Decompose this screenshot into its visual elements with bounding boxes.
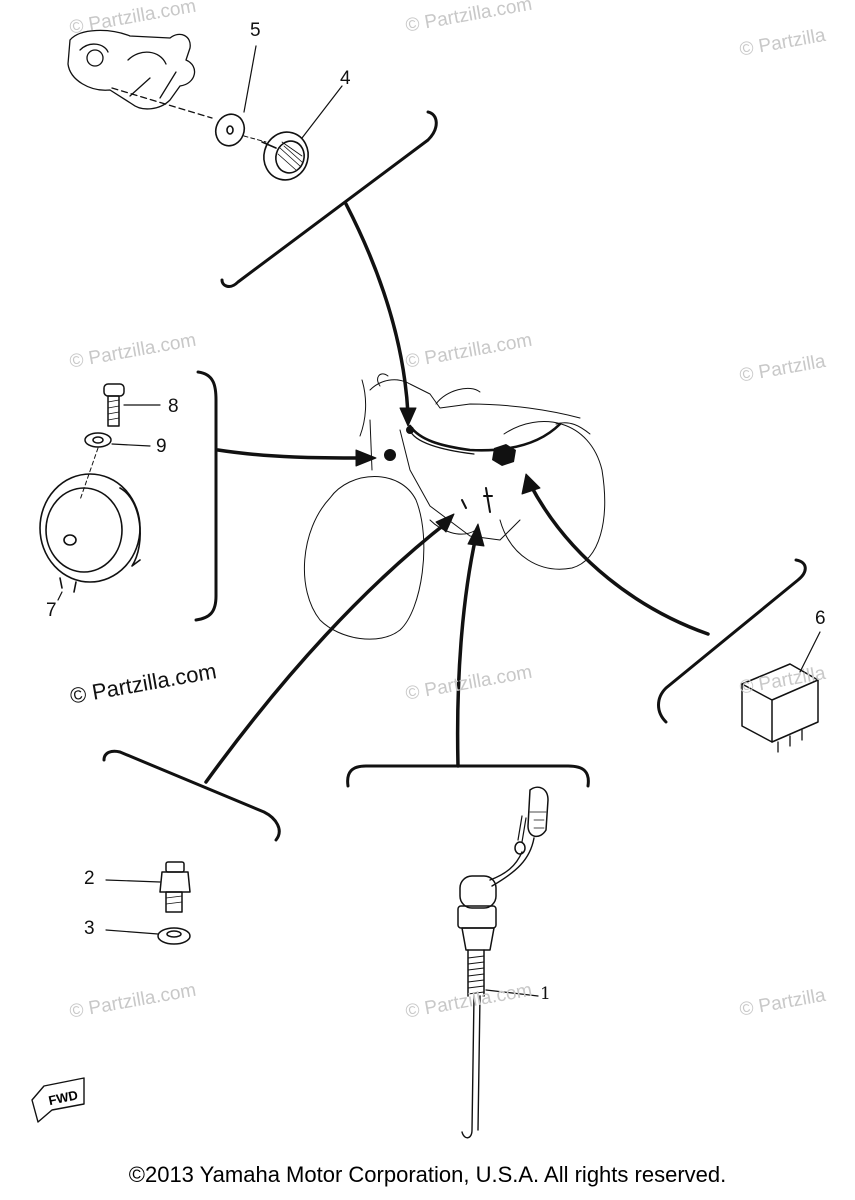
part-7-horn — [39, 473, 141, 593]
arrow-bottom — [455, 534, 478, 768]
part-2-switch — [159, 861, 191, 913]
callout-6: 6 — [815, 608, 826, 629]
part-9-washer — [84, 432, 112, 448]
handlebar-mount — [67, 29, 213, 119]
part-6-relay — [741, 663, 819, 753]
copyright-notice: ©2013 Yamaha Motor Corporation, U.S.A. A… — [128, 1162, 727, 1187]
callout-5: 5 — [250, 20, 261, 41]
wiring-harness — [408, 422, 562, 452]
callout-9: 9 — [156, 436, 167, 457]
part-4-lamp — [261, 131, 309, 181]
callout-3: 3 — [84, 918, 95, 939]
part-3-washer — [157, 927, 191, 945]
callout-8: 8 — [168, 396, 179, 417]
right-bracket — [657, 558, 807, 724]
part-1-brake-switch — [457, 786, 549, 1139]
arrow-left — [216, 448, 368, 460]
motorcycle-outline — [303, 373, 606, 640]
callout-7: 7 — [46, 600, 57, 621]
part-8-bolt — [103, 383, 125, 427]
bottom-bracket — [346, 764, 590, 788]
bottom-left-bracket — [102, 749, 281, 842]
fwd-label: FWD — [47, 1087, 79, 1108]
part-5-washer — [214, 113, 246, 147]
callout-4: 4 — [340, 68, 351, 89]
arrow-top — [344, 202, 410, 416]
fwd-arrow-shape — [31, 1077, 85, 1123]
callout-2: 2 — [84, 868, 95, 889]
left-bracket — [194, 370, 218, 622]
callout-1: 1 — [540, 984, 551, 1004]
top-bracket — [220, 110, 438, 288]
arrow-bottom-left — [204, 518, 452, 784]
fwd-text: FWD — [47, 1087, 79, 1108]
arrow-right — [528, 482, 710, 636]
